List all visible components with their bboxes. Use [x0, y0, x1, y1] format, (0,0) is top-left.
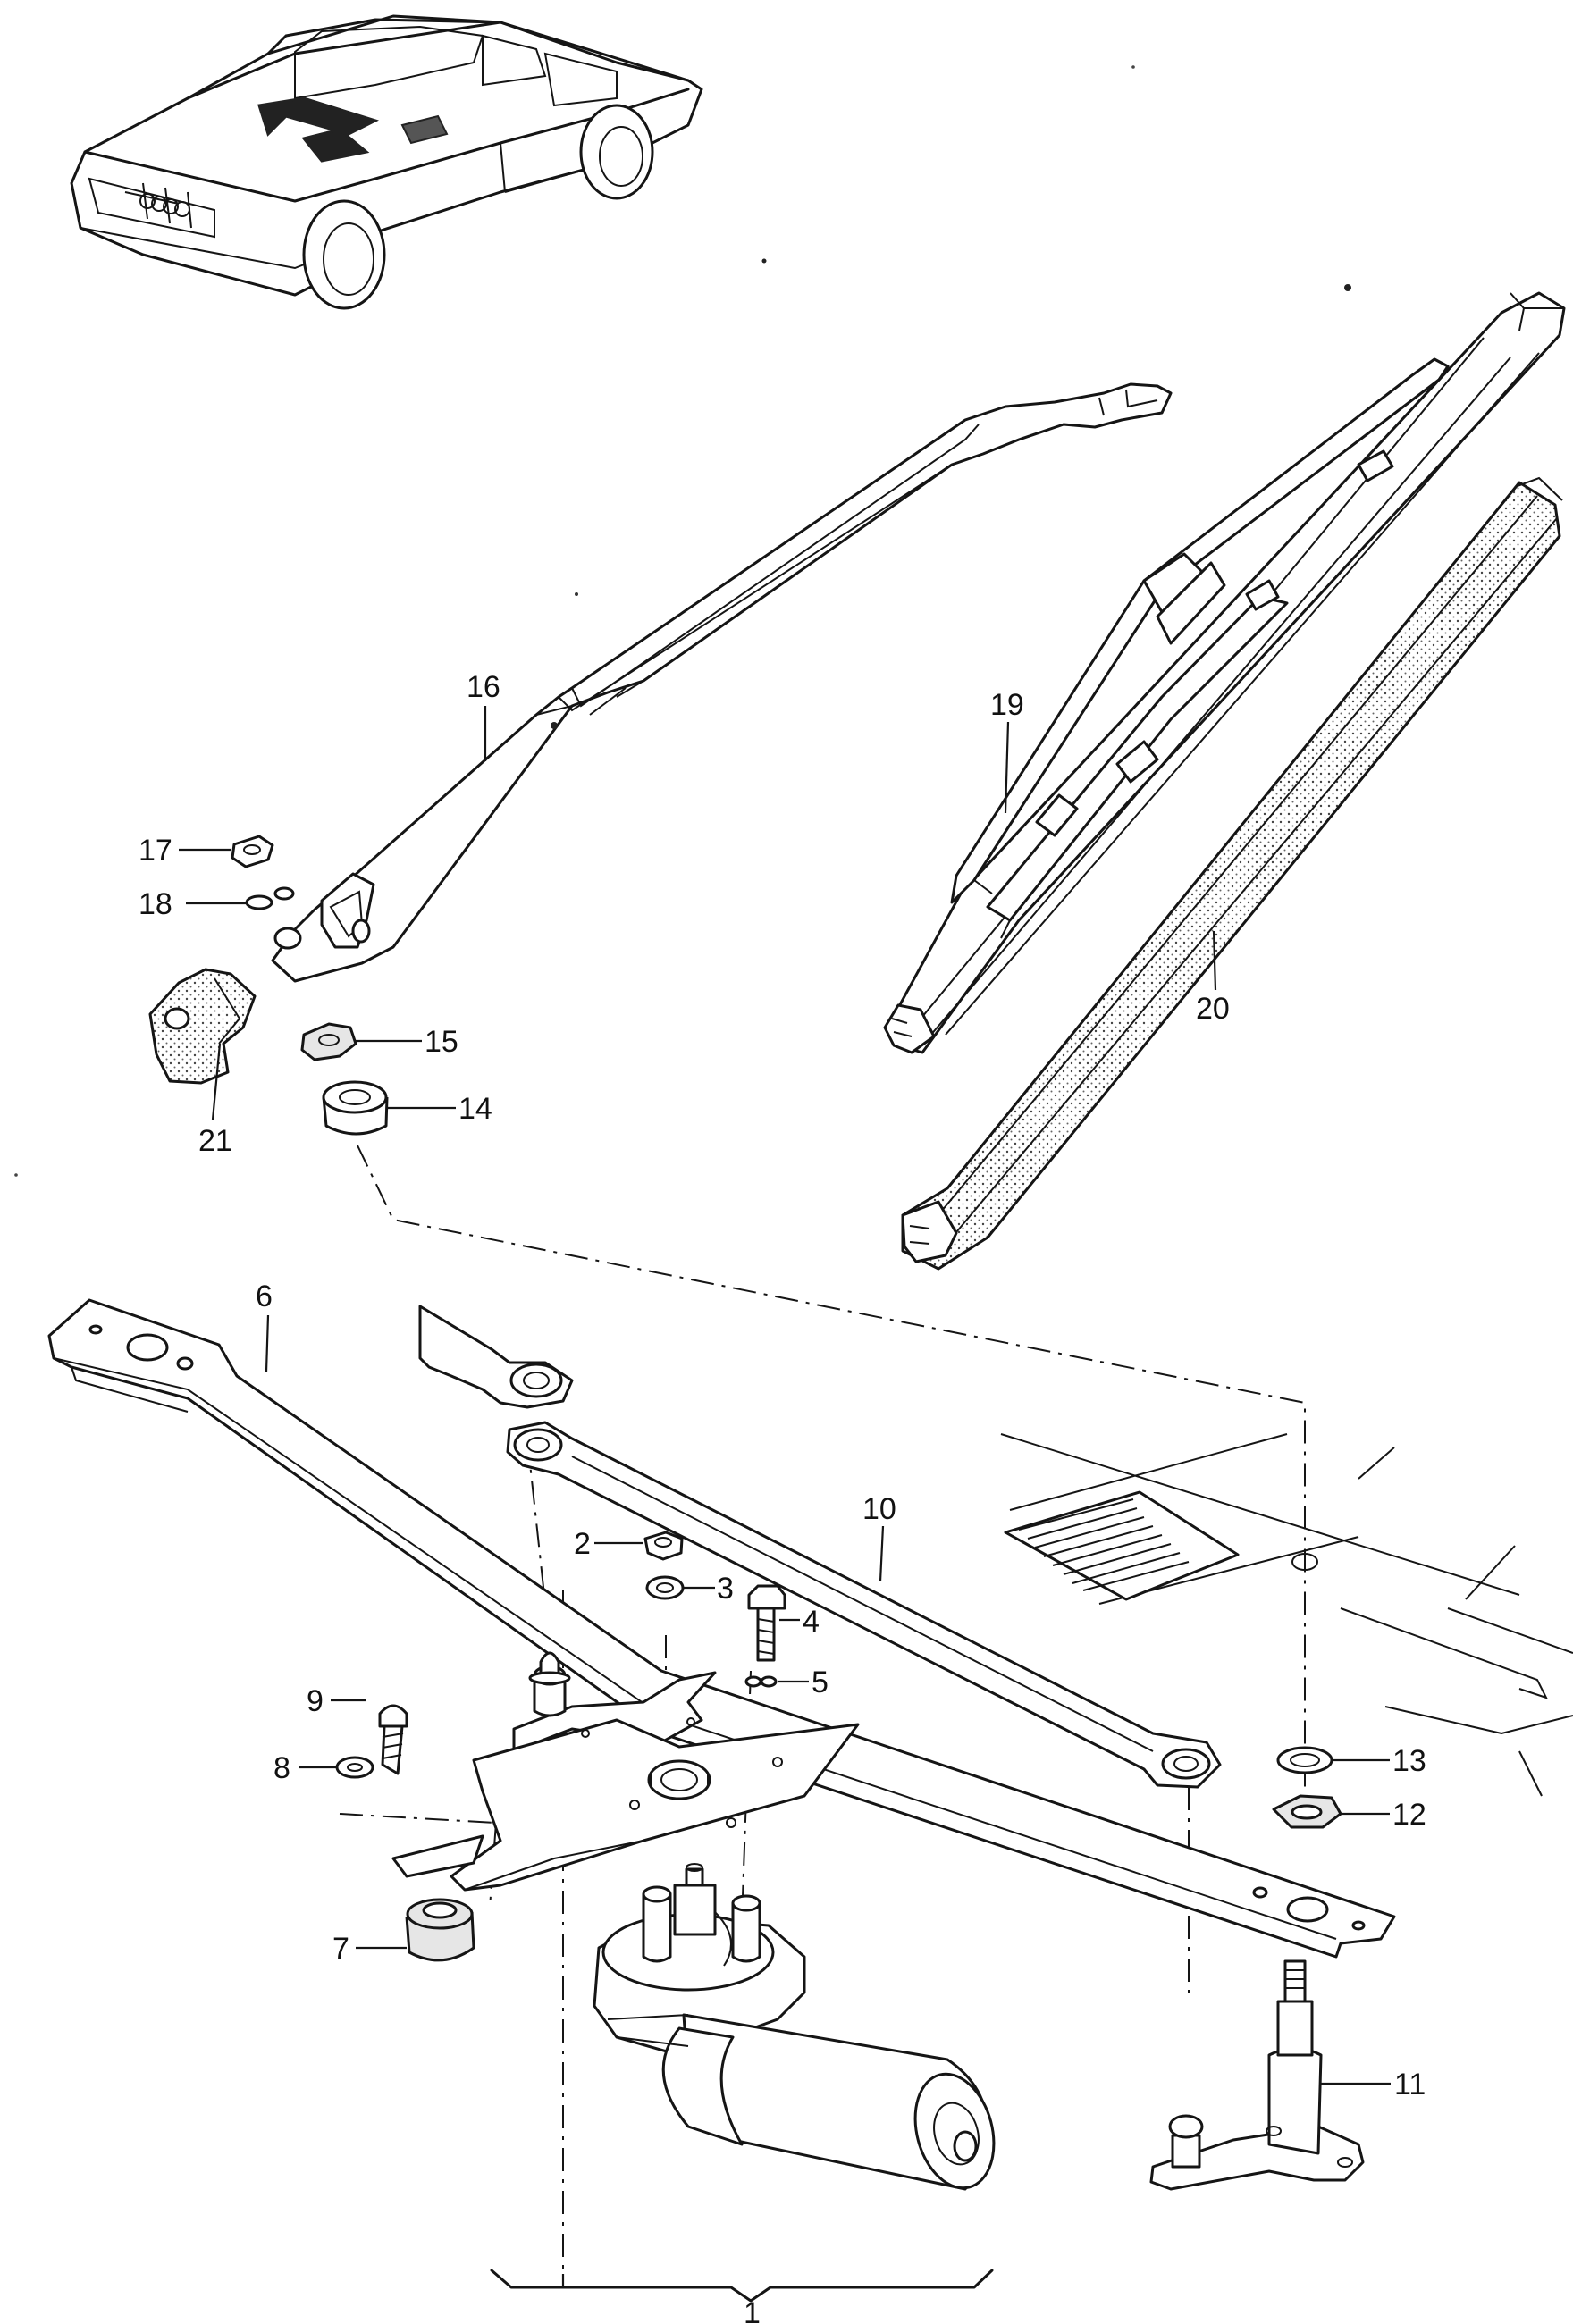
- motor-bracket: [391, 1651, 860, 1892]
- cowl-panel-outline: [1000, 1433, 1573, 1797]
- callout-1: 1: [744, 2296, 761, 2324]
- callout-7: 7: [332, 1932, 349, 1966]
- frame-crossbar-6: [47, 1298, 1396, 1959]
- wiper-pivot-11: [1149, 1959, 1365, 2191]
- washer-13: [1276, 1746, 1333, 1774]
- wiper-motor: [593, 1863, 996, 2191]
- callout-4: 4: [803, 1605, 820, 1639]
- vehicle-thumbnail: [70, 14, 703, 310]
- callout-5: 5: [812, 1665, 829, 1699]
- grommet-7: [405, 1898, 475, 1962]
- callout-2: 2: [574, 1527, 591, 1561]
- bolt-4: [747, 1584, 786, 1662]
- blade-insert-20: [901, 476, 1563, 1271]
- bushing-14: [322, 1080, 389, 1136]
- callout-17: 17: [139, 834, 172, 868]
- callout-9: 9: [307, 1684, 324, 1718]
- wiper-blade-19: [883, 291, 1566, 1054]
- callout-14: 14: [458, 1092, 492, 1126]
- callout-12: 12: [1392, 1798, 1426, 1832]
- connecting-rod-10: [418, 1305, 1222, 1789]
- assembly-bracket: [490, 2269, 994, 2303]
- callout-8: 8: [273, 1751, 290, 1785]
- nut-12: [1272, 1794, 1342, 1829]
- callout-13: 13: [1392, 1744, 1426, 1778]
- washer-8: [335, 1756, 374, 1779]
- callout-6: 6: [256, 1279, 273, 1313]
- callout-16: 16: [467, 670, 500, 704]
- nut-17: [231, 835, 274, 868]
- callout-3: 3: [717, 1572, 734, 1606]
- nut-2: [644, 1531, 684, 1561]
- callout-21: 21: [198, 1124, 232, 1158]
- callout-labels: 1 2 3 4 5 6 7 8 9 10 11 12 13 14 15 16 1…: [139, 670, 1426, 2324]
- callout-20: 20: [1196, 992, 1230, 1026]
- wiper-arm: [271, 382, 1173, 983]
- callout-15: 15: [425, 1025, 458, 1059]
- callout-11: 11: [1394, 2068, 1426, 2102]
- cover-cap-21: [148, 968, 257, 1085]
- washer-18: [245, 886, 295, 910]
- callout-19: 19: [990, 688, 1024, 722]
- spring-washer-3: [645, 1575, 685, 1600]
- screw-9: [378, 1704, 408, 1775]
- callout-10: 10: [862, 1492, 896, 1526]
- washer-5: [744, 1675, 778, 1688]
- nut-15: [300, 1022, 358, 1061]
- callout-18: 18: [139, 887, 172, 921]
